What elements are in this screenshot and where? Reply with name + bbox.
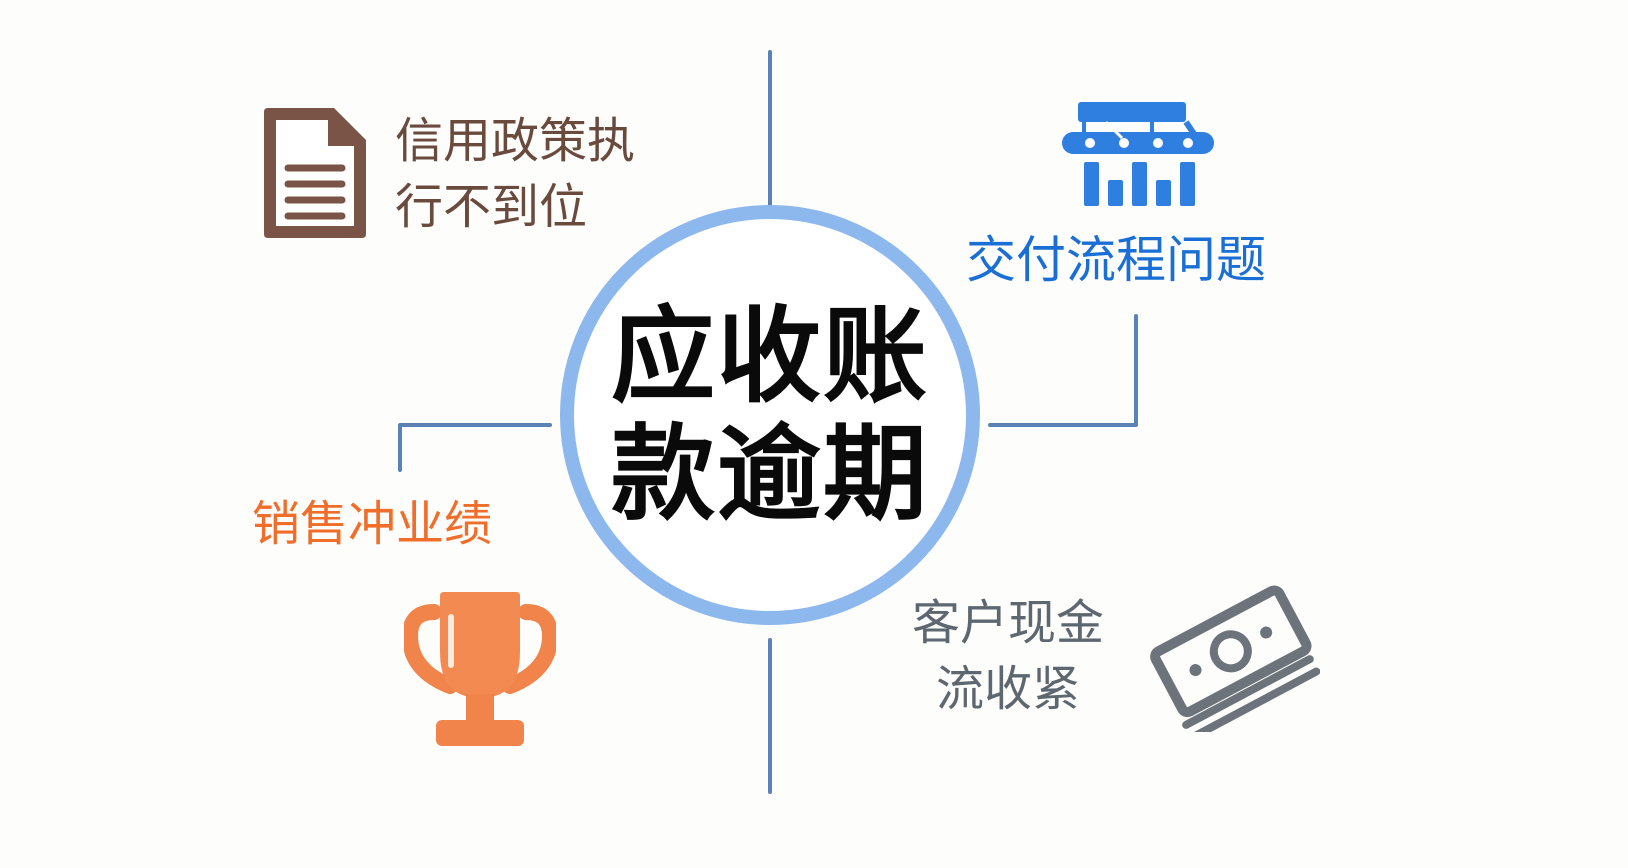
factor-sales-push-label: 销售冲业绩 — [252, 494, 492, 554]
factor-sales-line-1: 销售冲业绩 — [252, 496, 493, 552]
connector-right — [988, 314, 1138, 427]
factor-credit-line-1: 信用政策执 — [395, 113, 636, 169]
conveyor-delivery-icon — [1062, 102, 1214, 206]
factor-delivery-process-label: 交付流程问题 — [966, 230, 1266, 290]
factor-delivery-line-1: 交付流程问题 — [966, 231, 1266, 289]
factor-credit-policy-label: 信用政策执 行不到位 — [395, 108, 635, 240]
factor-customer-cashflow-label: 客户现金 流收紧 — [912, 590, 1104, 722]
money-stack-icon — [1150, 585, 1320, 732]
factor-cash-line-2: 流收紧 — [936, 661, 1081, 717]
connector-left — [398, 423, 552, 472]
document-icon — [264, 108, 366, 238]
hub-title-line-1: 应收账 — [610, 295, 929, 417]
central-hub-circle: 应收账 款逾期 — [560, 205, 980, 625]
factor-cash-line-1: 客户现金 — [912, 595, 1105, 651]
trophy-icon — [404, 592, 556, 746]
hub-title: 应收账 款逾期 — [600, 297, 940, 533]
hub-title-line-2: 款逾期 — [610, 413, 929, 535]
factor-credit-line-2: 行不到位 — [395, 179, 588, 235]
